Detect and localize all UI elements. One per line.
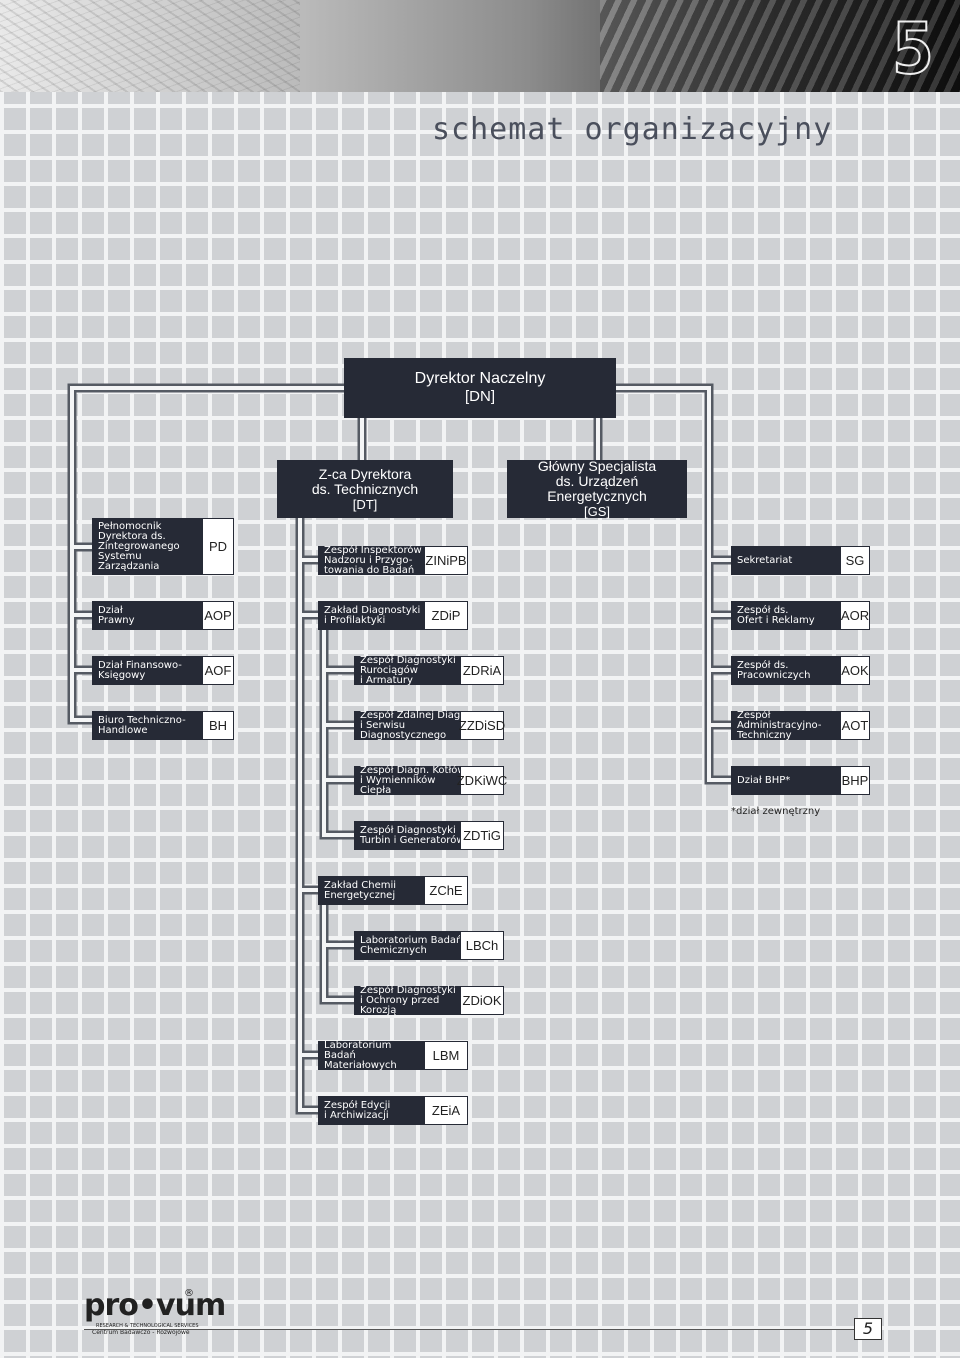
- unit-box-aor: Zespół ds. Ofert i Reklamy AOR: [731, 601, 870, 630]
- registered-mark: ®: [184, 1288, 194, 1299]
- unit-label: Pełnomocnik Dyrektora ds. Zintegrowanego…: [98, 520, 180, 572]
- unit-code: AOF: [202, 656, 234, 685]
- unit-label: Zakład Diagnostyki i Profilaktyki: [324, 604, 421, 626]
- deputy-line1: Z-ca Dyrektora: [318, 465, 412, 482]
- unit-label: Dział Finansowo- Księgowy: [98, 659, 182, 681]
- logo-name: pro•vum: [84, 1288, 226, 1323]
- unit-box-zdkiwc: Zespół Diagn. Kotłów i Wymienników Ciepł…: [354, 764, 507, 796]
- unit-label: Sekretariat: [737, 554, 793, 566]
- unit-code: PD: [202, 518, 234, 575]
- chief-line3: Energetycznych: [547, 488, 647, 504]
- page-number: 5: [854, 1318, 882, 1340]
- section-number: 5: [891, 8, 935, 90]
- chief-line1: Główny Specjalista: [537, 458, 657, 474]
- unit-label: Laboratorium Badań Chemicznych: [360, 934, 463, 956]
- unit-box-zdiok: Zespół Diagnostyki i Ochrony przed Koroz…: [354, 984, 504, 1016]
- unit-code: BH: [202, 711, 234, 740]
- unit-box-bhp: Dział BHP* BHP: [731, 766, 870, 795]
- page-title: schemat organizacyjny: [432, 112, 833, 147]
- unit-label: Zespół Diagnostyki Rurociągów i Armatury: [360, 654, 456, 686]
- unit-label: Dział Prawny: [98, 604, 135, 626]
- director-box: Dyrektor Naczelny [DN]: [344, 358, 616, 418]
- unit-label: Zespół Edycji i Archiwizacji: [324, 1099, 391, 1121]
- unit-label: Zespół Inspektorów Nadzoru i Przygo- tow…: [324, 544, 422, 576]
- unit-box-zdtig: Zespół Diagnostyki Turbin i Generatorów …: [354, 821, 504, 850]
- unit-box-aok: Zespół ds. Pracowniczych AOK: [731, 656, 870, 685]
- deputy-code: [DT]: [352, 496, 378, 512]
- unit-label: Zespół Diagnostyki i Ochrony przed Koroz…: [360, 984, 456, 1016]
- logo-subtitle: Centrum Badawczo - Rozwojowe: [92, 1329, 190, 1336]
- unit-code: AOP: [202, 601, 234, 630]
- unit-box-zinipb: Zespół Inspektorów Nadzoru i Przygo- tow…: [318, 544, 468, 576]
- unit-box-zche: Zakład Chemii Energetycznej ZChE: [318, 876, 468, 905]
- unit-code: ZINiPB: [424, 546, 468, 575]
- unit-code: ZDiOK: [460, 986, 504, 1015]
- unit-box-lbch: Laboratorium Badań Chemicznych LBCh: [354, 931, 504, 960]
- header-sketch-image: [0, 0, 300, 92]
- unit-label: Zespół Administracyjno- Techniczny: [737, 709, 822, 741]
- unit-box-aot: Zespół Administracyjno- Techniczny AOT: [731, 709, 870, 741]
- deputy-box: Z-ca Dyrektora ds. Technicznych [DT]: [277, 460, 453, 518]
- unit-box-aop: Dział Prawny AOP: [92, 601, 234, 630]
- unit-box-pd: Pełnomocnik Dyrektora ds. Zintegrowanego…: [92, 518, 234, 575]
- director-name: Dyrektor Naczelny: [414, 370, 546, 387]
- unit-label: Dział BHP*: [737, 774, 791, 786]
- chief-specialist-box: Główny Specjalista ds. Urządzeń Energety…: [507, 458, 687, 519]
- unit-code: SG: [840, 546, 870, 575]
- unit-code: ZDRiA: [460, 656, 504, 685]
- unit-box-zzdisd: Zespół Zdalnej Diagn. i Serwisu Diagnost…: [354, 709, 505, 741]
- unit-label: Zespół ds. Ofert i Reklamy: [737, 604, 815, 626]
- footer-divider: [84, 1329, 854, 1330]
- unit-box-zeia: Zespół Edycji i Archiwizacji ZEiA: [318, 1096, 468, 1125]
- unit-box-zdip: Zakład Diagnostyki i Profilaktyki ZDiP: [318, 601, 468, 630]
- unit-label: Zespół Diagn. Kotłów i Wymienników Ciepł…: [360, 764, 466, 796]
- unit-label: Zespół ds. Pracowniczych: [737, 659, 811, 681]
- unit-label: Zespół Diagnostyki Turbin i Generatorów: [360, 824, 465, 846]
- unit-code: BHP: [840, 766, 870, 795]
- provum-logo: pro•vum RESEARCH & TECHNOLOGICAL SERVICE…: [84, 1288, 226, 1336]
- unit-code: ZDTiG: [460, 821, 504, 850]
- unit-box-sg: Sekretariat SG: [731, 546, 870, 575]
- unit-label: Biuro Techniczno- Handlowe: [98, 714, 186, 736]
- unit-code: ZChE: [424, 876, 468, 905]
- unit-label: Zakład Chemii Energetycznej: [324, 879, 397, 901]
- unit-code: AOR: [840, 601, 870, 630]
- unit-code: ZZDiSD: [459, 711, 505, 740]
- chief-code: [GS]: [583, 504, 610, 519]
- unit-label: Zespół Zdalnej Diagn. i Serwisu Diagnost…: [360, 709, 470, 741]
- chief-line2: ds. Urządzeń: [555, 473, 639, 489]
- director-code: [DN]: [465, 388, 495, 405]
- unit-code: AOT: [840, 711, 870, 740]
- unit-code: ZEiA: [424, 1096, 468, 1125]
- unit-box-bh: Biuro Techniczno- Handlowe BH: [92, 711, 234, 740]
- unit-code: LBCh: [460, 931, 504, 960]
- unit-box-lbm: Laboratorium Badań Materiałowych LBM: [318, 1039, 468, 1071]
- deputy-line2: ds. Technicznych: [311, 480, 419, 497]
- unit-code: LBM: [424, 1041, 468, 1070]
- unit-label: Laboratorium Badań Materiałowych: [324, 1039, 397, 1071]
- unit-code: ZDiP: [424, 601, 468, 630]
- unit-code: ZDKiWC: [457, 766, 507, 795]
- header-stripes-image: [600, 0, 960, 92]
- unit-code: AOK: [840, 656, 870, 685]
- unit-box-aof: Dział Finansowo- Księgowy AOF: [92, 656, 234, 685]
- unit-box-zdria: Zespół Diagnostyki Rurociągów i Armatury…: [354, 654, 504, 686]
- logo-tagline: RESEARCH & TECHNOLOGICAL SERVICES: [96, 1323, 199, 1329]
- header-banner: [0, 0, 960, 92]
- footnote: *dział zewnętrzny: [731, 806, 821, 817]
